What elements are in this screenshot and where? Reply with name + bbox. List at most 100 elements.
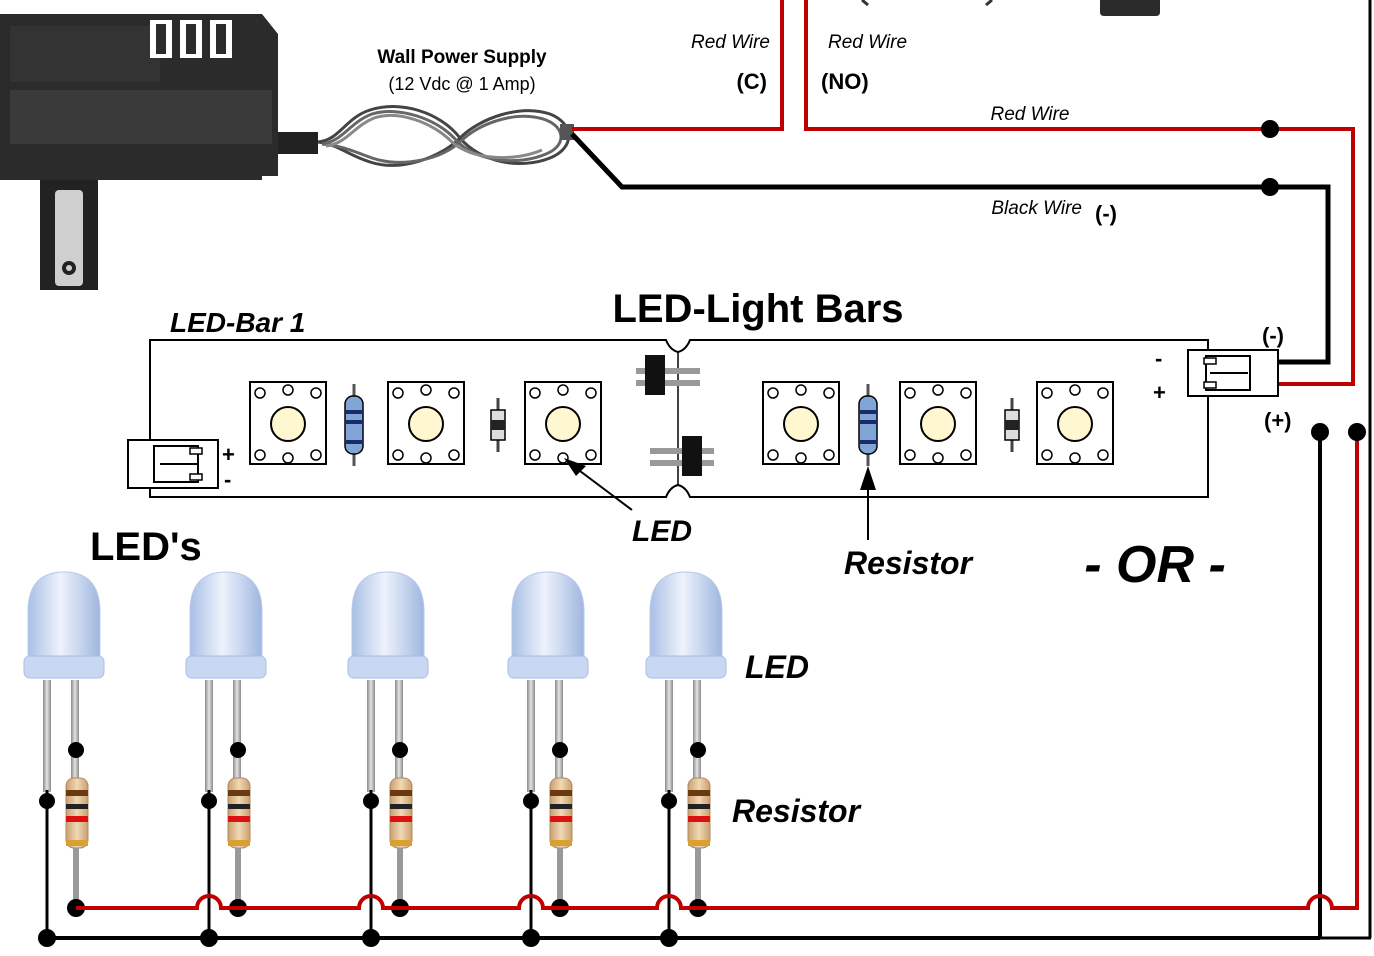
- led-rim: [347, 655, 429, 679]
- smd-led-pad: [585, 449, 597, 461]
- resistor-band: [859, 440, 877, 444]
- junction-dot: [38, 929, 56, 947]
- smd-led-pad: [1069, 452, 1081, 464]
- smd-led-pad: [1097, 387, 1109, 399]
- led-bar-name: LED-Bar 1: [170, 307, 305, 338]
- relay-icon: [1100, 0, 1160, 16]
- black-wire-label: Black Wire: [991, 198, 1082, 219]
- smd-led-icon: [249, 381, 327, 465]
- smd-led-icon: [899, 381, 977, 465]
- resistor-band: [345, 410, 363, 414]
- right-connector-plus: +: [1153, 380, 1166, 405]
- resistor-band: [390, 840, 412, 846]
- junction-dot: [690, 742, 706, 758]
- resistor-band: [550, 816, 572, 822]
- smd-led-lens: [783, 406, 819, 442]
- resistor-band: [390, 816, 412, 822]
- led-resistor-body: [65, 777, 89, 849]
- smd-led-pad: [767, 387, 779, 399]
- capacitor-icon: [650, 436, 714, 476]
- red-wire-c-label: Red Wire: [691, 32, 770, 53]
- resistor-body: [344, 395, 364, 455]
- resistor-callout-arrow-icon: [860, 466, 876, 540]
- led-rim: [23, 655, 105, 679]
- smd-resistor-band: [1005, 420, 1019, 430]
- smd-led-pad: [529, 449, 541, 461]
- led-leg-right: [693, 680, 701, 780]
- led-leg-left: [665, 680, 673, 792]
- led-icon: [347, 571, 429, 947]
- smd-led-pad: [557, 452, 569, 464]
- smd-led-pad: [904, 449, 916, 461]
- resistor-band: [390, 804, 412, 809]
- resistor-lead: [557, 848, 563, 908]
- led-icon: [645, 571, 727, 947]
- led-leg-left: [367, 680, 375, 792]
- smd-led-pad: [823, 449, 835, 461]
- led-leg-right: [395, 680, 403, 780]
- resistor-band: [550, 804, 572, 809]
- feed-junction-dot: [1348, 423, 1366, 441]
- resistor-band: [688, 790, 710, 796]
- smd-led-pad: [392, 449, 404, 461]
- smd-led-pad: [767, 449, 779, 461]
- resistor-band: [688, 840, 710, 846]
- terminal-minus-label: (-): [1262, 323, 1284, 348]
- resistor-lead: [235, 848, 241, 908]
- led-leg-right: [71, 680, 79, 780]
- left-connector-icon: [127, 439, 219, 489]
- smd-led-pad: [904, 387, 916, 399]
- or-separator: - OR -: [1084, 536, 1226, 594]
- smd-led-pad: [823, 387, 835, 399]
- resistor-band: [228, 840, 250, 846]
- capacitor-icon: [636, 355, 700, 395]
- terminal-plus-label: (+): [1264, 408, 1292, 433]
- smd-led-pad: [795, 384, 807, 396]
- smd-led-pad: [960, 387, 972, 399]
- power-supply-rating: (12 Vdc @ 1 Amp): [388, 74, 535, 94]
- junction-dot: [68, 742, 84, 758]
- resistor-band: [228, 790, 250, 796]
- relay-lead-icon: [861, 0, 993, 7]
- junction-dot: [362, 929, 380, 947]
- led-icon: [185, 571, 267, 947]
- junction-dot: [522, 929, 540, 947]
- resistor-band: [688, 816, 710, 822]
- led-resistor-body: [227, 777, 251, 849]
- left-connector-minus: -: [224, 467, 231, 492]
- smd-led-pad: [557, 384, 569, 396]
- led-dome: [511, 571, 585, 677]
- resistor-band: [66, 790, 88, 796]
- power-supply-title: Wall Power Supply: [377, 47, 547, 68]
- smd-led-lens: [920, 406, 956, 442]
- smd-resistor-band: [491, 420, 505, 430]
- resistor-body: [858, 395, 878, 455]
- resistor-band: [228, 816, 250, 822]
- junction-dot: [200, 929, 218, 947]
- led-resistor-body: [687, 777, 711, 849]
- smd-led-pad: [448, 387, 460, 399]
- smd-led-pad: [420, 384, 432, 396]
- led-leg-left: [205, 680, 213, 792]
- feed-junction-dot: [1311, 423, 1329, 441]
- smd-led-pad: [795, 452, 807, 464]
- right-connector-minus: -: [1155, 346, 1162, 371]
- led-rim: [507, 655, 589, 679]
- smd-led-lens: [545, 406, 581, 442]
- smd-led-lens: [1057, 406, 1093, 442]
- junction-dot: [523, 793, 539, 809]
- resistor-band: [66, 840, 88, 846]
- junction-dot: [201, 793, 217, 809]
- led-leg-right: [233, 680, 241, 780]
- resistor-lead: [397, 848, 403, 908]
- led-rim: [185, 655, 267, 679]
- smd-led-pad: [254, 387, 266, 399]
- resistor-band: [688, 804, 710, 809]
- junction-dot: [363, 793, 379, 809]
- leds-title: LED's: [90, 525, 202, 569]
- resistor-band: [859, 420, 877, 424]
- junction-dot: [1261, 178, 1279, 196]
- resistor-band: [228, 804, 250, 809]
